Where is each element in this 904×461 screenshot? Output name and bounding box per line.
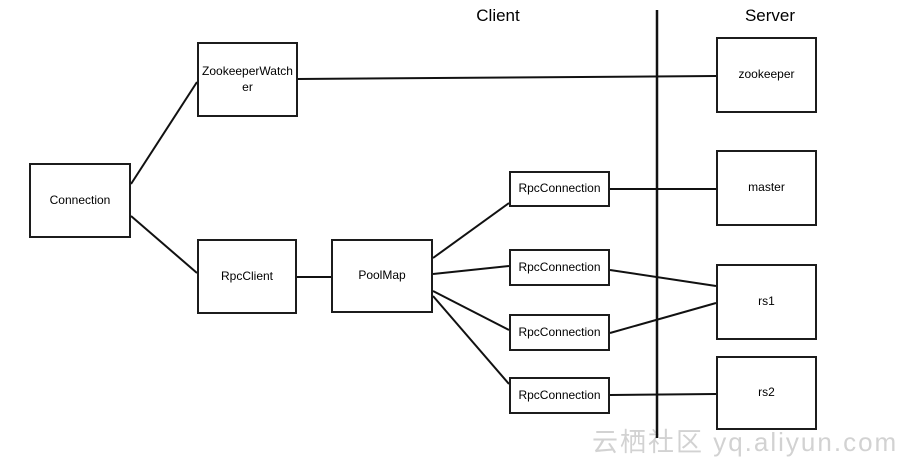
- diagram-node-label: RpcConnection: [518, 387, 601, 402]
- server-section-header: Server: [744, 6, 796, 25]
- diagram-node-rpcconnection3: RpcConnection: [509, 314, 610, 351]
- diagram-node-label: PoolMap: [358, 268, 406, 283]
- edge-rpcconnection2-rs1: [609, 269, 717, 287]
- diagram-node-rs1: rs1: [716, 264, 817, 340]
- edge-zookeeperwatcher-zookeeper: [296, 75, 717, 80]
- diagram-node-label: zookeeper: [738, 67, 795, 82]
- diagram-node-rpcconnection1: RpcConnection: [509, 171, 610, 207]
- diagram-node-label: RpcConnection: [518, 324, 601, 339]
- diagram-node-label: rs2: [758, 385, 775, 400]
- edge-poolmap-rpcconnection3: [432, 290, 510, 331]
- edge-rpcconnection3-rs1: [609, 302, 717, 334]
- diagram-node-rpcconnection2: RpcConnection: [509, 249, 610, 286]
- diagram-node-rs2: rs2: [716, 356, 817, 430]
- diagram-node-poolmap: PoolMap: [331, 239, 433, 313]
- client-section-header: Client: [476, 6, 520, 25]
- edge-connection-rpcclient: [130, 215, 198, 274]
- diagram-node-zookeeper: zookeeper: [716, 37, 817, 113]
- diagram-node-label: RpcConnection: [518, 181, 601, 196]
- edge-poolmap-rpcconnection4: [432, 295, 510, 385]
- edge-rpcconnection4-rs2: [609, 393, 717, 396]
- diagram-node-rpcclient: RpcClient: [197, 239, 297, 314]
- edge-connection-zookeeperwatcher: [130, 81, 198, 185]
- diagram-node-label: ZookeeperWatcher: [202, 63, 293, 94]
- edge-poolmap-rpcconnection2: [432, 265, 510, 275]
- diagram-node-zookeeperwatcher: ZookeeperWatcher: [197, 42, 298, 117]
- watermark-text: 云栖社区 yq.aliyun.com: [592, 427, 899, 457]
- diagram-node-connection: Connection: [29, 163, 131, 238]
- diagram-node-rpcconnection4: RpcConnection: [509, 377, 610, 414]
- diagram-node-label: RpcClient: [220, 268, 274, 283]
- diagram-node-master: master: [716, 150, 817, 226]
- diagram-node-label: master: [748, 180, 785, 195]
- diagram-node-label: Connection: [49, 192, 111, 207]
- diagram-node-label: RpcConnection: [518, 259, 601, 274]
- diagram-node-label: rs1: [758, 294, 775, 309]
- edge-poolmap-rpcconnection1: [432, 202, 510, 259]
